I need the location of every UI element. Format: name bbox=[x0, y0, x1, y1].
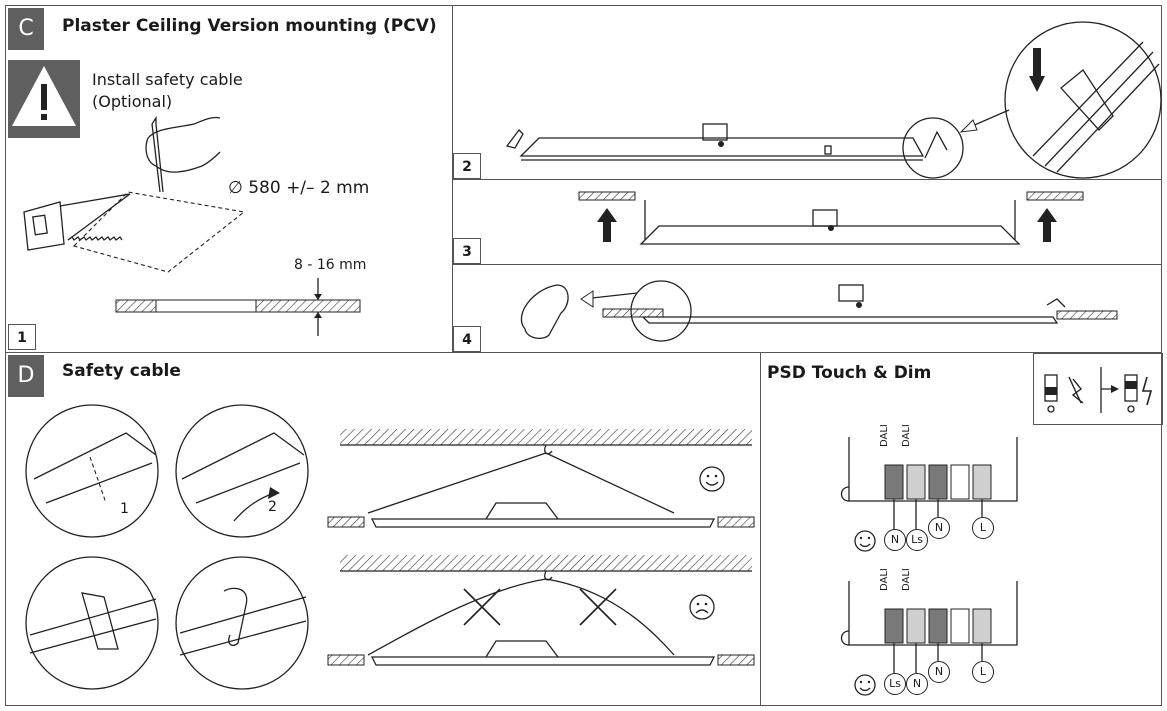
step-number-2: 2 bbox=[453, 153, 481, 179]
terminal-top-n2: N bbox=[928, 517, 950, 539]
power-off-icon bbox=[1044, 367, 1153, 413]
step-4-illustration bbox=[520, 280, 1118, 342]
section-title-c: Plaster Ceiling Version mounting (PCV) bbox=[62, 16, 437, 36]
terminal-label: L bbox=[979, 665, 987, 678]
detail-label-2: 2 bbox=[268, 499, 277, 515]
panel-c-step-4: 4 bbox=[452, 264, 1162, 353]
panel-c-step-3: 3 bbox=[452, 179, 1162, 265]
warning-line-2: (Optional) bbox=[92, 92, 173, 111]
psd-title: PSD Touch & Dim bbox=[767, 363, 932, 383]
section-title-d: Safety cable bbox=[62, 361, 181, 381]
terminal-label: N bbox=[934, 521, 944, 534]
warning-line-1: Install safety cable bbox=[92, 70, 243, 89]
cutout-illustration bbox=[23, 115, 361, 336]
section-letter-c: C bbox=[8, 8, 44, 50]
power-off-box bbox=[1033, 353, 1163, 425]
step-3-illustration bbox=[578, 191, 1084, 245]
terminal-bottom-ls: Ls bbox=[884, 673, 906, 695]
thickness-label: 8 - 16 mm bbox=[294, 257, 367, 273]
terminal-top-l: L bbox=[972, 517, 994, 539]
terminal-label: N bbox=[912, 677, 922, 690]
terminal-label: Ls bbox=[911, 533, 923, 546]
step-number-4: 4 bbox=[453, 326, 481, 352]
safety-cable-illustration bbox=[25, 404, 755, 690]
terminal-bottom-n1: N bbox=[906, 673, 928, 695]
warning-icon bbox=[12, 66, 76, 126]
connector-bottom bbox=[840, 581, 1018, 696]
terminal-label: L bbox=[979, 521, 987, 534]
terminal-top-ls: Ls bbox=[906, 529, 928, 551]
connector-top bbox=[840, 437, 1018, 552]
detail-label-1: 1 bbox=[120, 501, 129, 517]
section-letter-d: D bbox=[8, 355, 44, 397]
dali-label-3: DALI bbox=[879, 568, 890, 591]
dali-label-4: DALI bbox=[901, 568, 912, 591]
step-2-illustration bbox=[505, 21, 1162, 179]
panel-d-safety-cable: D Safety cable bbox=[5, 352, 761, 706]
terminal-bottom-l: L bbox=[972, 661, 994, 683]
diameter-label: ∅ 580 +/– 2 mm bbox=[228, 178, 370, 198]
dali-label-2: DALI bbox=[901, 424, 912, 447]
dali-label-1: DALI bbox=[879, 424, 890, 447]
terminal-label: N bbox=[934, 665, 944, 678]
terminal-label: N bbox=[890, 533, 900, 546]
terminal-top-n1: N bbox=[884, 529, 906, 551]
step-number-1: 1 bbox=[8, 324, 36, 350]
panel-psd-touch-dim: PSD Touch & Dim bbox=[760, 352, 1163, 706]
step-number-3: 3 bbox=[453, 238, 481, 264]
panel-c-step-2: 2 bbox=[452, 5, 1162, 180]
terminal-bottom-n2: N bbox=[928, 661, 950, 683]
panel-c-step-1: C Plaster Ceiling Version mounting (PCV)… bbox=[5, 5, 453, 353]
terminal-label: Ls bbox=[889, 677, 901, 690]
